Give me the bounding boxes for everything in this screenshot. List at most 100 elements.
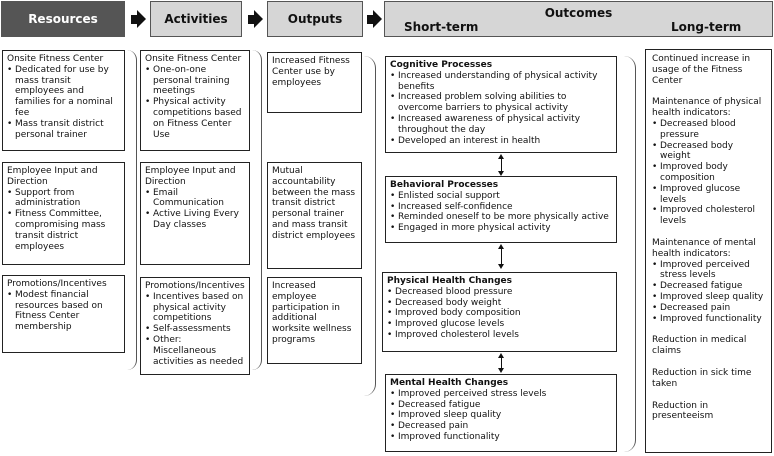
arrow-outputs-outcomes (373, 10, 382, 28)
activities-box-fitness-center: Onsite Fitness Center One-on-one persona… (140, 50, 250, 151)
short-term-mental: Mental Health Changes Improved perceived… (385, 374, 617, 452)
box-title: Promotions/Incentives (7, 279, 107, 289)
short-term-physical: Physical Health Changes Decreased blood … (382, 272, 617, 352)
box-title: Physical Health Changes (387, 276, 512, 286)
connector-arrow-up (498, 244, 504, 249)
activities-box-employee-input: Employee Input and Direction Email Commu… (140, 162, 250, 265)
list-item: Improved perceived stress levels (652, 260, 765, 282)
list-item: Enlisted social support (390, 191, 612, 202)
list-item: Decreased fatigue (652, 281, 765, 292)
list-item: Active Living Every Day classes (145, 209, 245, 231)
list-item: Decreased pain (390, 421, 612, 432)
list-item: Increased understanding of physical acti… (390, 71, 612, 93)
header-activities: Activities (150, 1, 242, 37)
output-text: Increased Fitness Center use by employee… (272, 56, 350, 88)
output-text: Mutual accountability between the mass t… (272, 166, 356, 241)
resources-box-promotions: Promotions/Incentives Modest financial r… (2, 275, 125, 353)
list-item: Decreased blood pressure (387, 287, 612, 298)
list-item: Improved functionality (652, 314, 765, 325)
short-term-behavioral: Behavioral Processes Enlisted social sup… (385, 176, 617, 243)
list-item: Improved glucose levels (387, 319, 612, 330)
connector-arrow-up (498, 353, 504, 358)
brace-outputs (364, 56, 376, 396)
long-term-item: Reduction in sick time taken (652, 368, 765, 390)
box-title: Mental Health Changes (390, 378, 509, 388)
long-term-title: Reduction in presenteeism (652, 400, 714, 422)
short-term-cognitive: Cognitive Processes Increased understand… (385, 56, 617, 153)
list-item: Fitness Committee, compromising mass tra… (7, 209, 120, 252)
box-title: Employee Input and Direction (145, 166, 236, 187)
list-item: Other: Miscellaneous activities as neede… (145, 335, 245, 367)
resources-box-employee-input: Employee Input and Direction Support fro… (2, 162, 125, 265)
list-item: Improved body composition (387, 308, 612, 319)
header-resources: Resources (1, 1, 125, 37)
box-title: Cognitive Processes (390, 60, 493, 70)
connector-arrow-up (498, 154, 504, 159)
list-item: Self-assessments (145, 324, 245, 335)
outputs-box-accountability: Mutual accountability between the mass t… (267, 162, 362, 269)
box-title: Employee Input and Direction (7, 166, 98, 187)
list-item: Developed an interest in health (390, 136, 612, 147)
brace-resources (127, 50, 137, 370)
list-item: Decreased pain (652, 303, 765, 314)
resources-box-fitness-center: Onsite Fitness Center Dedicated for use … (2, 50, 125, 151)
arrow-resources-activities-stem (131, 15, 137, 24)
list-item: Decreased blood pressure (652, 119, 765, 141)
header-outputs: Outputs (267, 1, 363, 37)
list-item: Reminded oneself to be more physically a… (390, 212, 612, 223)
list-item: Decreased body weight (652, 141, 765, 163)
connector-arrow-down (498, 368, 504, 373)
box-title: Onsite Fitness Center (7, 54, 104, 64)
brace-activities (252, 50, 262, 370)
list-item: Physical activity competitions based on … (145, 97, 245, 140)
box-title: Promotions/Incentives (145, 281, 245, 291)
outputs-box-fitness-use: Increased Fitness Center use by employee… (267, 52, 362, 113)
long-term-title: Reduction in sick time taken (652, 367, 752, 389)
box-title: Onsite Fitness Center (145, 54, 242, 64)
short-term-label: Short-term (404, 20, 479, 34)
list-item: Improved perceived stress levels (390, 389, 612, 400)
list-item: Incentives based on physical activity co… (145, 292, 245, 324)
connector-cognitive-behavioral (501, 158, 502, 172)
list-item: Modest financial resources based on Fitn… (7, 290, 120, 333)
list-item: Mass transit district personal trainer (7, 119, 120, 141)
long-term-title: Continued increase in usage of the Fitne… (652, 54, 751, 86)
arrow-outputs-outcomes-stem (367, 15, 373, 24)
outcomes-label: Outcomes (544, 6, 613, 20)
list-item: Improved glucose levels (652, 184, 765, 206)
list-item: Engaged in more physical activity (390, 223, 612, 234)
list-item: Email Communication (145, 188, 245, 210)
arrow-resources-activities (137, 10, 146, 28)
arrow-activities-outputs-stem (248, 15, 254, 24)
brace-short-term (624, 56, 636, 452)
list-item: Improved cholesterol levels (387, 330, 612, 341)
connector-physical-mental (501, 357, 502, 370)
connector-arrow-down (498, 264, 504, 269)
list-item: Decreased fatigue (390, 400, 612, 411)
long-term-title: Reduction in medical claims (652, 335, 747, 357)
list-item: Improved cholesterol levels (652, 205, 765, 227)
list-item: Increased awareness of physical activity… (390, 114, 612, 136)
long-term-title: Maintenance of physical health indicator… (652, 97, 762, 119)
output-text: Increased employee participation in addi… (272, 281, 352, 345)
long-term-title: Maintenance of mental health indicators: (652, 237, 756, 259)
long-term-item: Reduction in presenteeism (652, 401, 765, 423)
long-term-item: Reduction in medical claims (652, 335, 765, 357)
long-term-label: Long-term (671, 20, 742, 34)
long-term-item: Continued increase in usage of the Fitne… (652, 54, 765, 86)
list-item: Improved body composition (652, 162, 765, 184)
long-term-item: Maintenance of physical health indicator… (652, 97, 765, 227)
list-item: Improved functionality (390, 432, 612, 443)
activities-box-promotions: Promotions/Incentives Incentives based o… (140, 277, 250, 375)
box-title: Behavioral Processes (390, 180, 499, 190)
header-outcomes: Outcomes Short-term Long-term (384, 1, 773, 37)
list-item: Increased self-confidence (390, 202, 612, 213)
list-item: One-on-one personal training meetings (145, 65, 245, 97)
long-term-item: Maintenance of mental health indicators:… (652, 238, 765, 324)
long-term-box: Continued increase in usage of the Fitne… (645, 49, 772, 453)
list-item: Support from administration (7, 188, 120, 210)
arrow-activities-outputs (254, 10, 263, 28)
connector-behavioral-physical (501, 248, 502, 264)
list-item: Dedicated for use by mass transit employ… (7, 65, 120, 119)
outputs-box-participation: Increased employee participation in addi… (267, 277, 362, 364)
